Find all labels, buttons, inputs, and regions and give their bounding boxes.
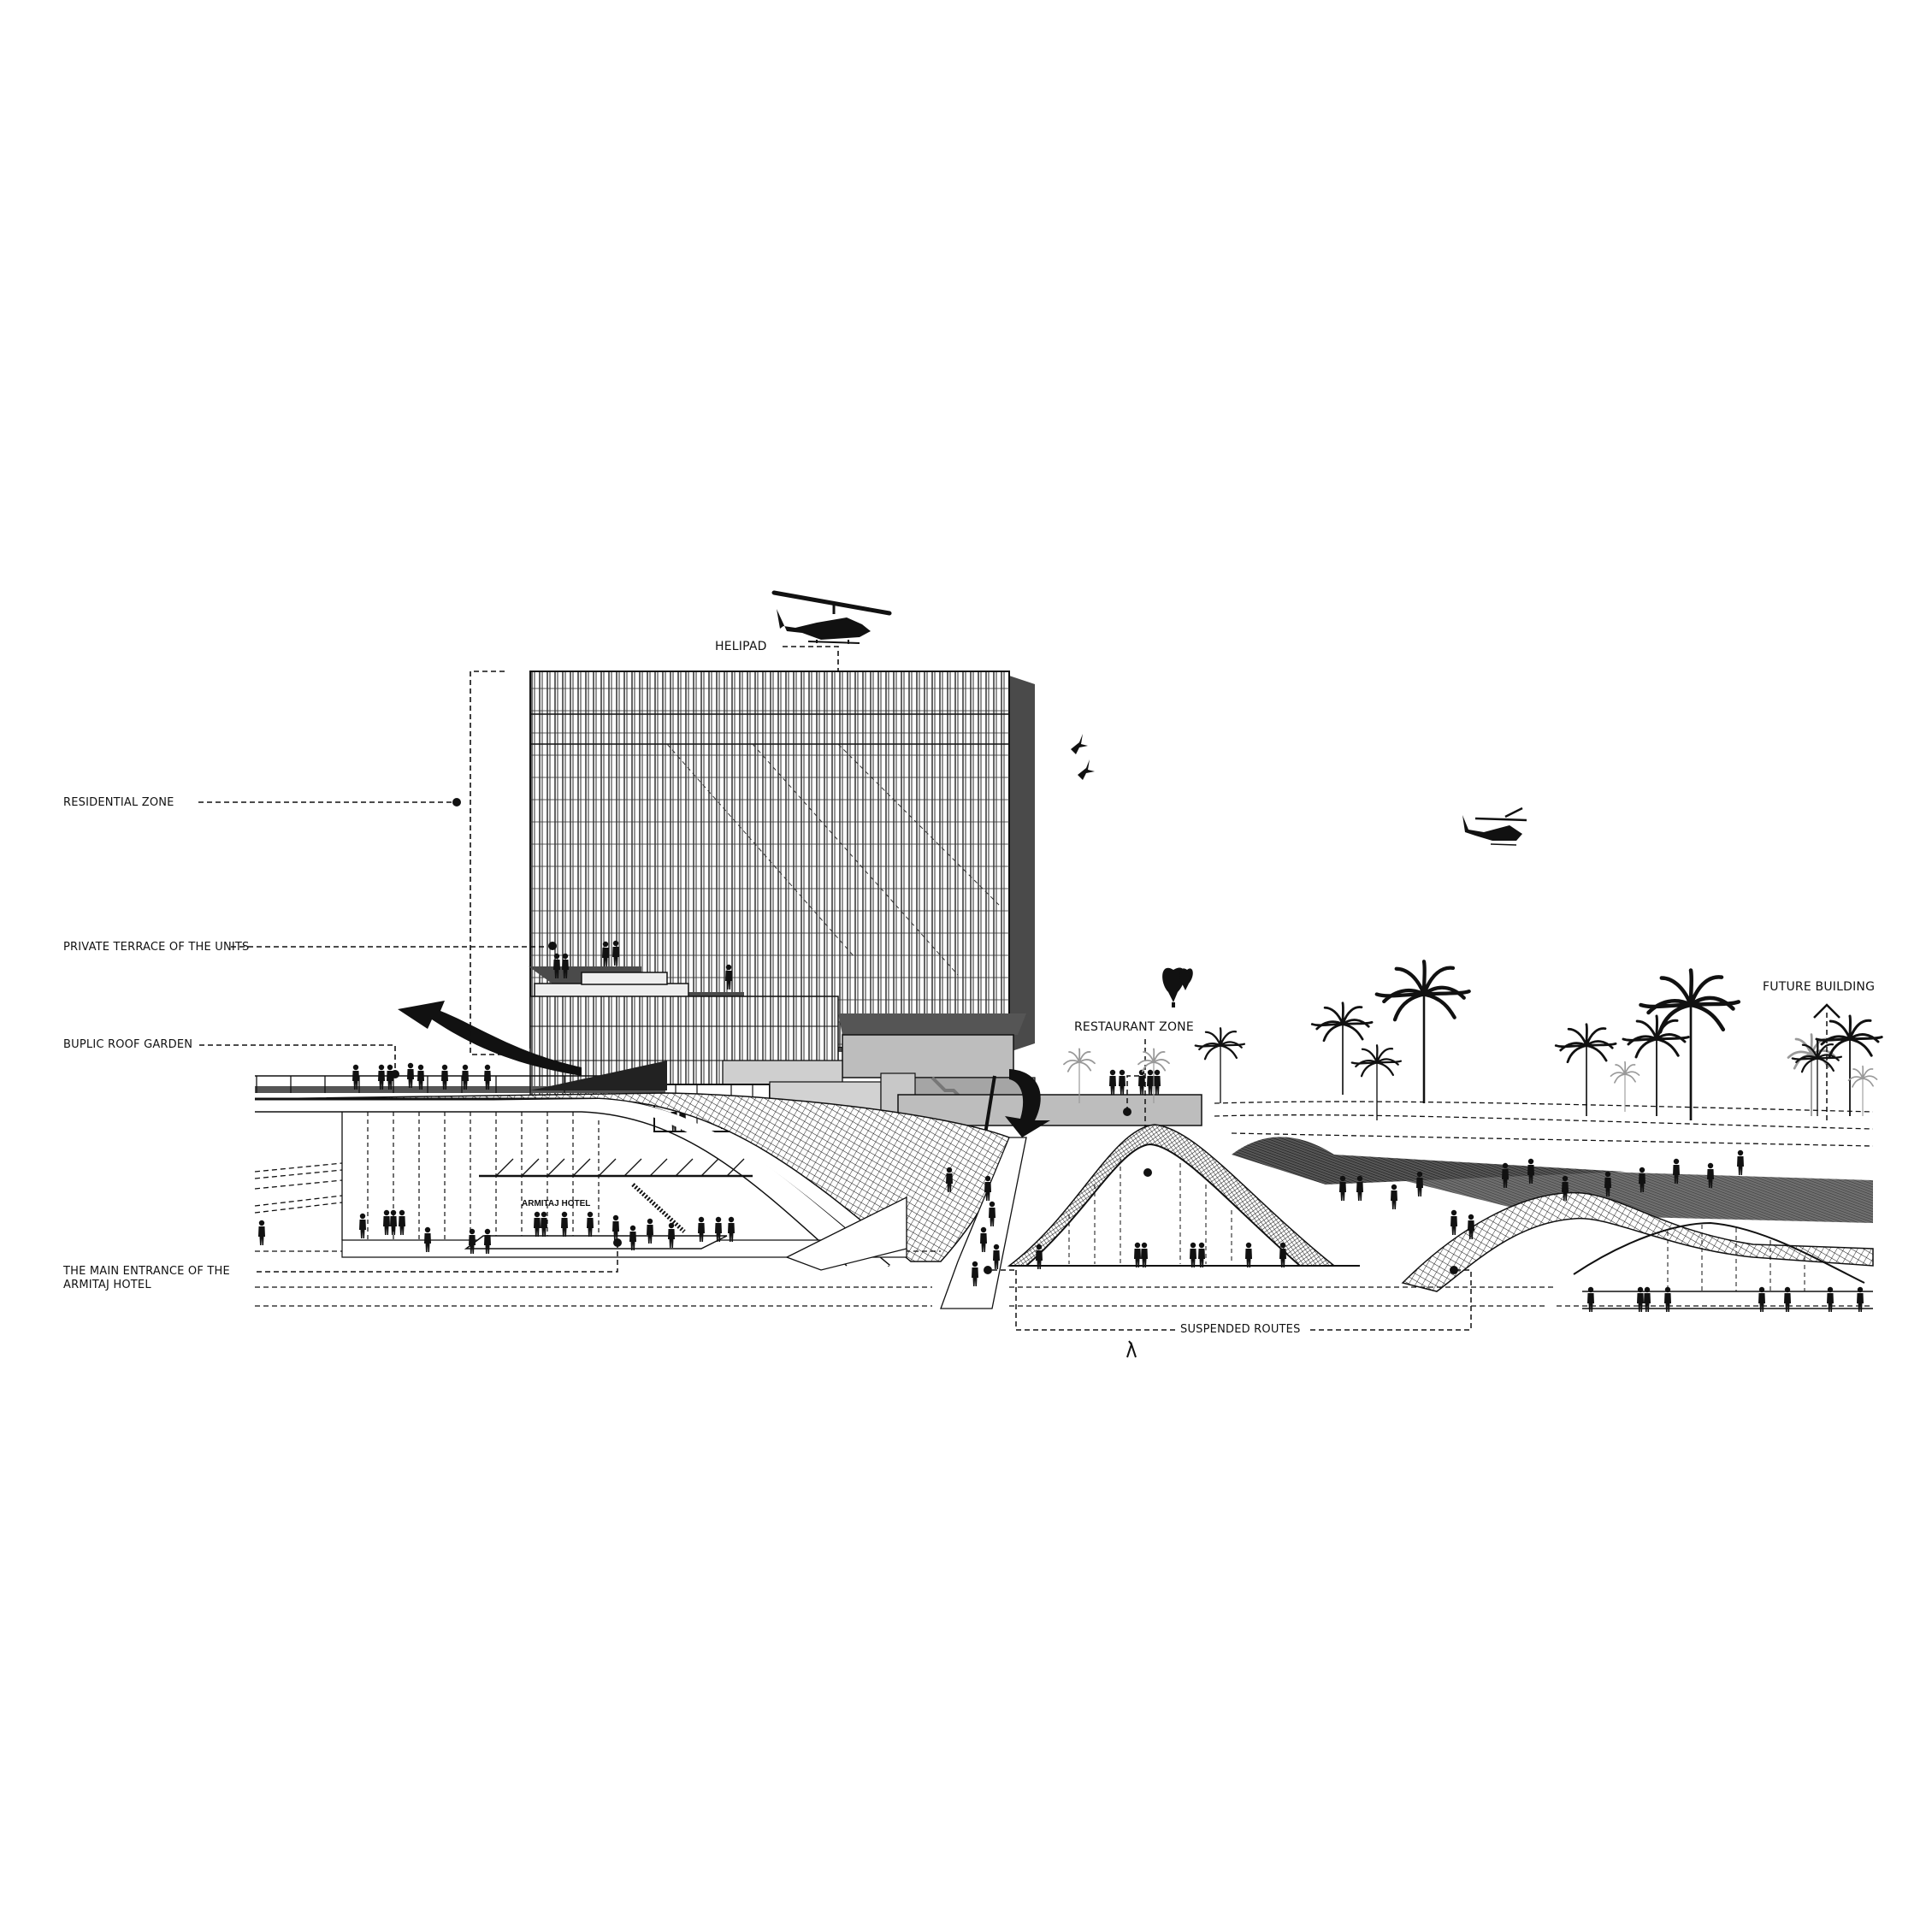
label-helipad: HELIPAD — [715, 640, 767, 653]
helicopter-icon — [771, 590, 892, 644]
left-leader-lines — [198, 671, 544, 1069]
heart-balloon-icon — [1162, 967, 1193, 1007]
leader-dot — [548, 942, 557, 950]
label-main-entrance-line2: ARMITAJ HOTEL — [63, 1279, 151, 1291]
label-private-terrace: PRIVATE TERRACE OF THE UNITS — [63, 941, 250, 954]
right-dashed-guides — [1009, 1101, 1874, 1307]
flow-arrow-icon — [398, 1001, 1050, 1137]
leader-dot — [391, 1070, 399, 1078]
central-walkway — [940, 1137, 1027, 1309]
back-wave-roofs — [1232, 1137, 1874, 1312]
label-restaurant-zone: RESTAURANT ZONE — [1074, 1020, 1194, 1034]
center-wave-roof — [1007, 1124, 1360, 1269]
lambda-marker-icon — [1126, 1340, 1137, 1358]
label-main-entrance-line1: THE MAIN ENTRANCE OF THE — [63, 1265, 230, 1278]
roof-garden-deck — [255, 1061, 667, 1093]
label-suspended-routes: SUSPENDED ROUTES — [1180, 1323, 1301, 1336]
label-public-roof-garden: BUPLIC ROOF GARDEN — [63, 1038, 193, 1051]
label-residential-zone: RESIDENTIAL ZONE — [63, 796, 174, 809]
hotel-entrance: ARMITAJ HOTEL — [255, 1158, 907, 1273]
leader-dot — [452, 798, 461, 806]
suspended-routes-bracket — [992, 1266, 1472, 1331]
label-main-entrance: THE MAIN ENTRANCE OF THE ARMITAJ HOTEL — [63, 1265, 230, 1292]
arrow-up-icon — [1813, 1003, 1840, 1120]
hotel-sign: ARMITAJ HOTEL — [522, 1199, 590, 1208]
bird-icon — [1071, 734, 1095, 780]
helicopter-icon — [1462, 806, 1527, 846]
label-future-building: FUTURE BUILDING — [1763, 980, 1876, 994]
